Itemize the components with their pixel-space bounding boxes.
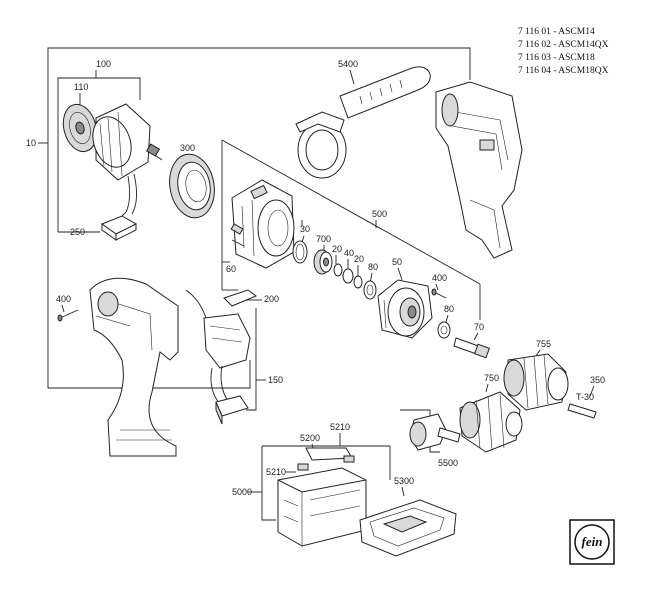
gear-ring-300: 300 [169,143,215,219]
label-70: 70 [474,322,484,332]
chuck-750: 750 [459,373,523,453]
label-5210a: 5210 [330,422,350,432]
label-40: 40 [344,248,354,258]
label-350: 350 [590,375,605,385]
label-80a: 80 [368,262,378,272]
label-100: 100 [96,59,111,69]
label-5210b: 5210 [266,467,286,477]
motor-group: 100 110 250 [57,59,163,241]
label-30: 30 [300,224,310,234]
label-110: 110 [74,82,88,92]
model-line-3: 7 116 03 - ASCM18 [518,53,595,63]
model-list: 7 116 01 - ASCM14 7 116 02 - ASCM14QX 7 … [518,27,609,76]
screw-400-upper: 400 [431,273,447,299]
label-150: 150 [268,375,283,385]
label-5500: 5500 [438,458,458,468]
label-20a: 20 [332,244,342,254]
washer-80b: 80 [437,304,454,339]
small-parts: 30 700 20 40 20 80 [292,220,378,300]
label-755: 755 [536,339,551,349]
switch-group: 200 150 [185,289,283,425]
adapter-5500: 5500 [400,409,461,468]
label-500: 500 [372,209,387,219]
label-200: 200 [264,294,279,304]
terminal-part [100,215,138,241]
logo-text: fein [582,534,603,549]
fein-logo: fein [569,519,615,565]
label-5200: 5200 [300,433,320,443]
model-line-1: 7 116 01 - ASCM14 [518,27,595,37]
label-50: 50 [392,257,402,267]
handle-housing: 400 [56,277,179,457]
chuck-755: 755 350 T-30 [503,339,605,419]
label-400b: 400 [56,294,71,304]
housing-shell [435,81,523,259]
bracket-10: 10 [26,47,471,389]
label-60: 60 [226,264,236,274]
motor-part [92,103,163,219]
label-5000: 5000 [232,487,252,497]
label-750: 750 [484,373,499,383]
gearbox-housing: 60 [226,179,295,274]
gearbox-bracket [221,139,481,320]
model-line-4: 7 116 04 - ASCM18QX [518,66,609,76]
model-line-2: 7 116 02 - ASCM14QX [518,40,609,50]
label-20b: 20 [354,254,364,264]
label-700: 700 [316,234,331,244]
label-10: 10 [26,138,36,148]
gear-unit-500: 500 50 [372,209,433,339]
spindle-70: 70 [453,322,490,359]
fan-part [62,103,98,153]
label-250: 250 [70,227,85,237]
side-handle-5400: 5400 [295,59,431,179]
label-400a: 400 [432,273,447,283]
label-80b: 80 [444,304,454,314]
label-5300: 5300 [394,476,414,486]
label-5400: 5400 [338,59,358,69]
label-300: 300 [180,143,195,153]
label-T30: T-30 [576,392,594,402]
carry-case-group: 5000 5200 5210 5210 5300 [232,422,457,557]
